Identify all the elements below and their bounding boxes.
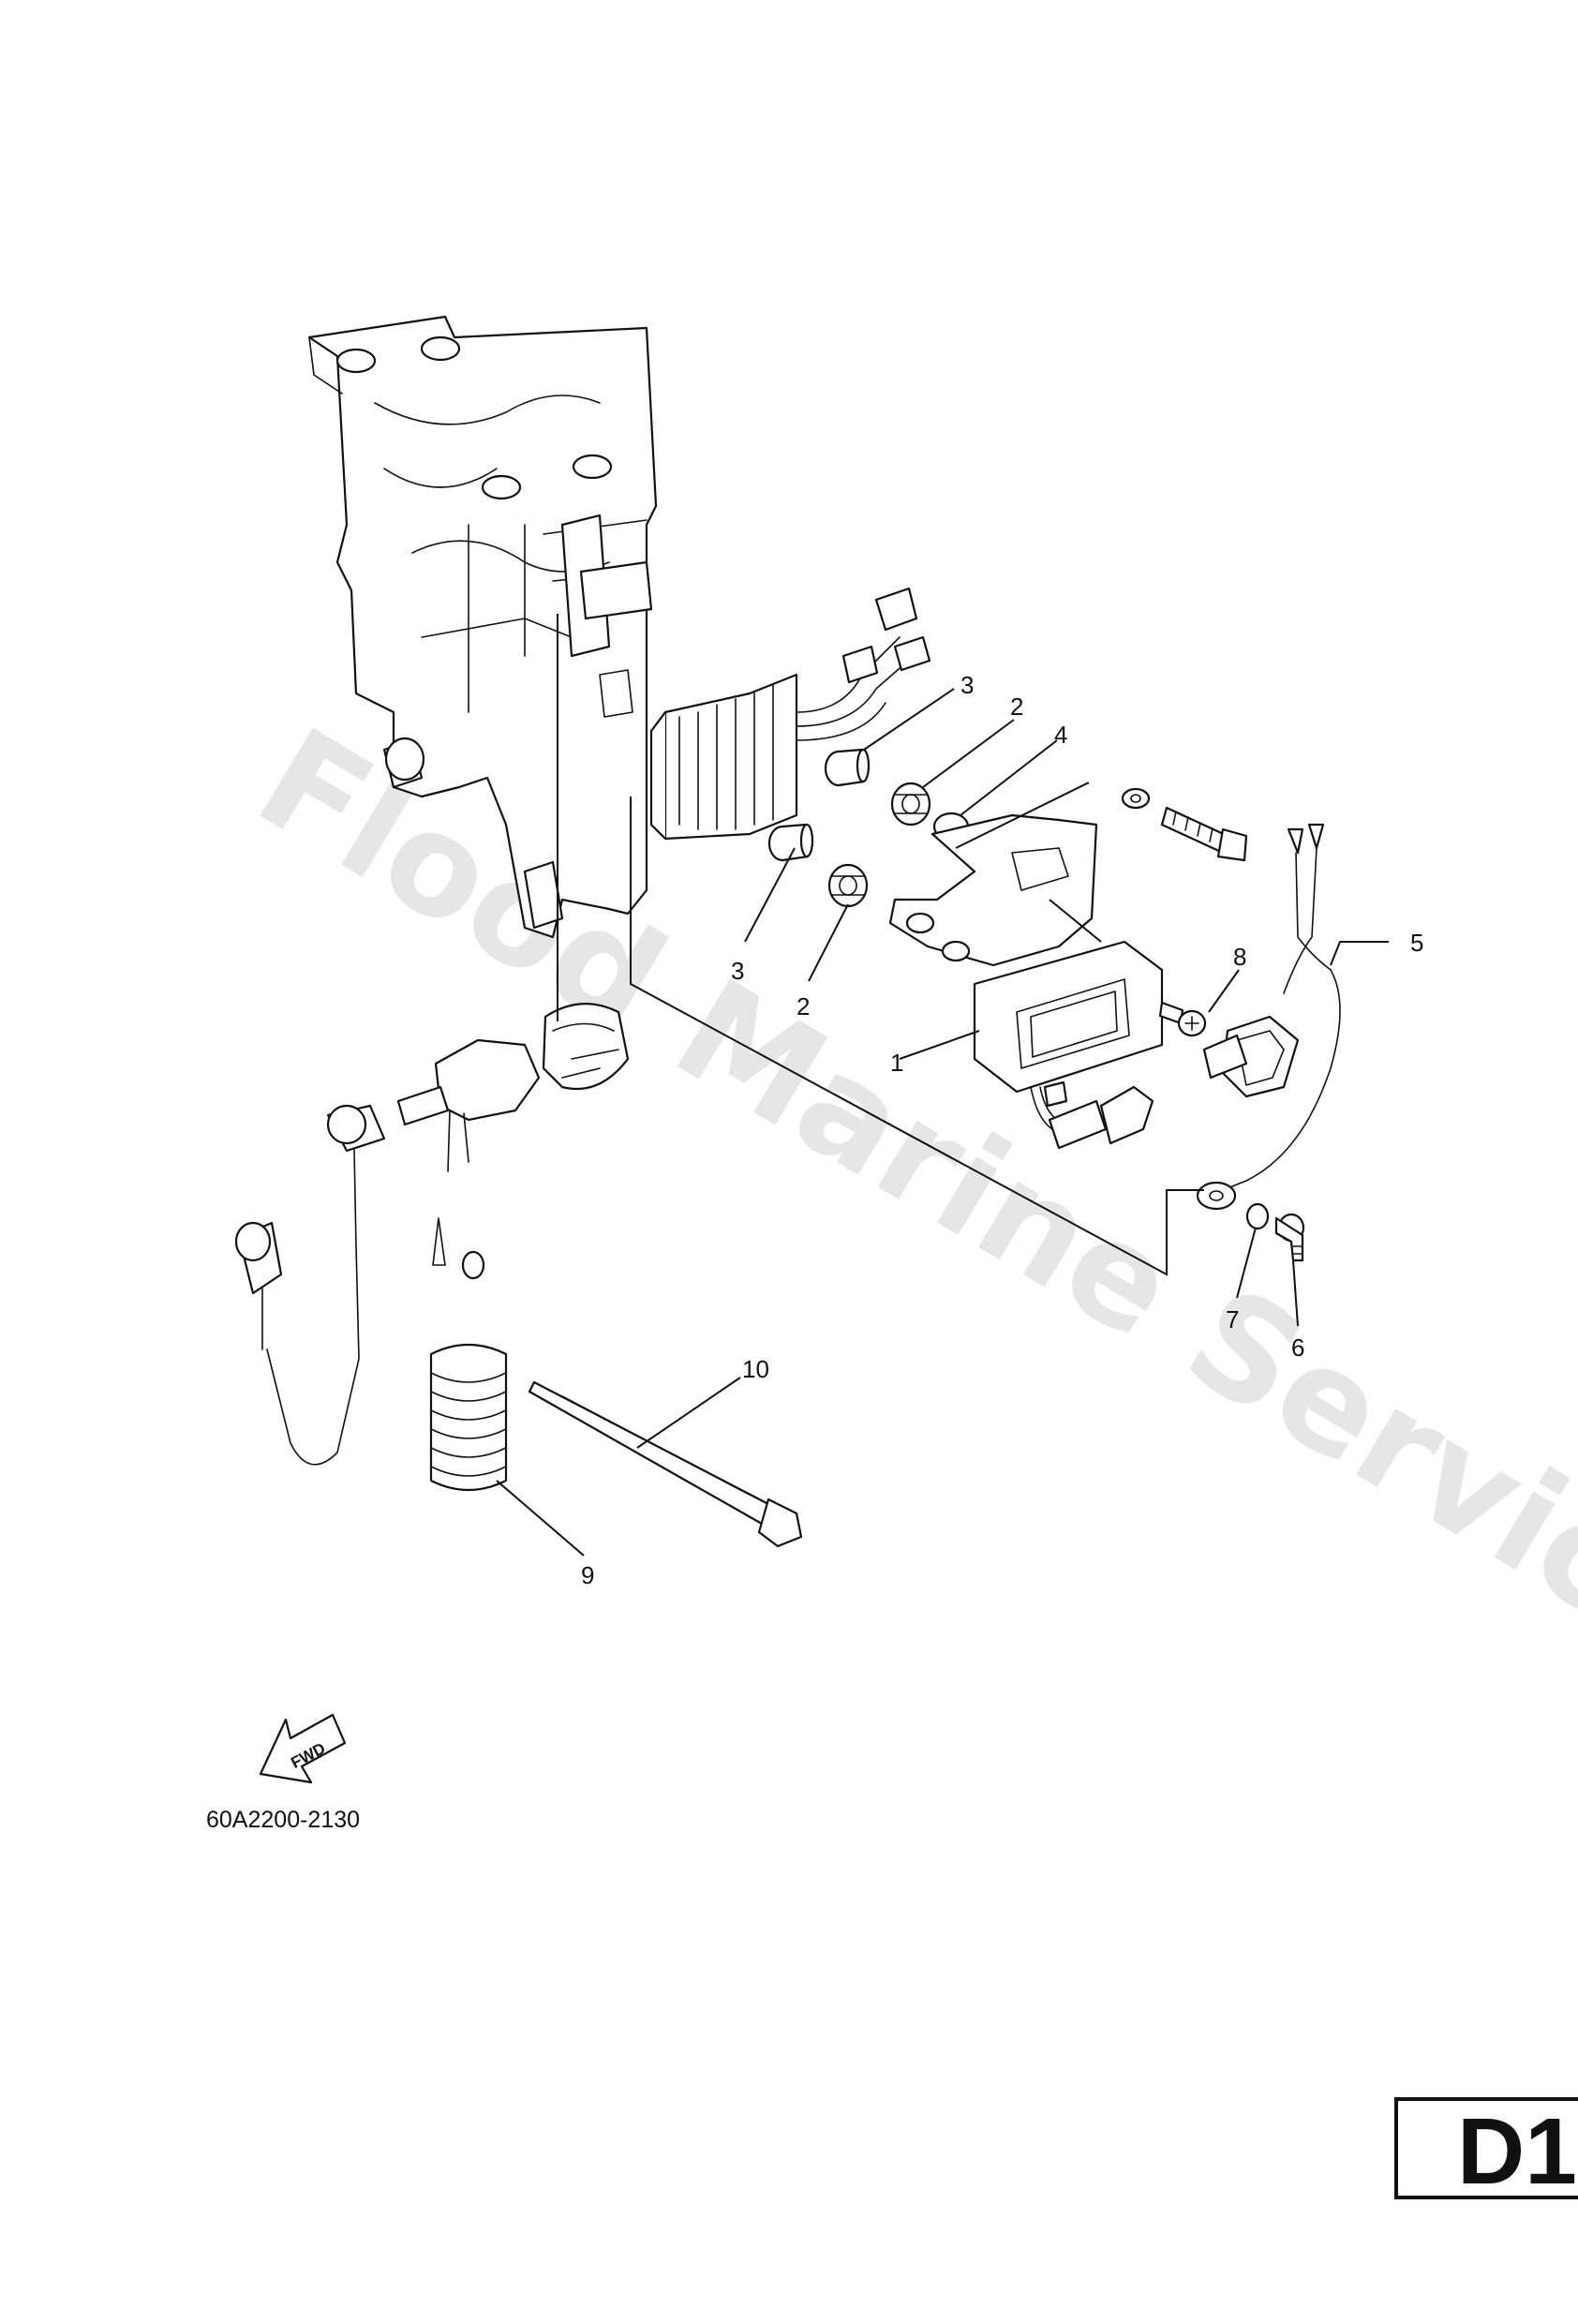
spiral-tube-9 xyxy=(429,1343,508,1492)
callout-9: 9 xyxy=(581,1561,594,1589)
watermark-text: Flood Marine Services xyxy=(231,698,1578,1740)
bracket-plate-4 xyxy=(888,812,1098,967)
callout-1: 1 xyxy=(890,1049,903,1077)
grommet-2-lower xyxy=(827,863,869,908)
spark-plug-caps xyxy=(234,1104,386,1466)
callout-3-upper: 3 xyxy=(960,671,974,699)
watermark: Flood Marine Services xyxy=(231,698,1578,1740)
engine-bracket xyxy=(307,315,658,939)
callout-5: 5 xyxy=(1410,929,1423,957)
collar-3-upper xyxy=(824,748,871,787)
callout-10: 10 xyxy=(742,1355,769,1383)
page-code: D1 xyxy=(1457,2099,1577,2204)
callout-4: 4 xyxy=(1054,721,1067,749)
cdi-unit-1 xyxy=(973,940,1164,1135)
leader-lines xyxy=(496,688,1389,1557)
callouts: 3 2 4 5 8 1 3 2 7 6 9 10 xyxy=(581,671,1423,1589)
cable-tie-10 xyxy=(528,1380,803,1548)
callout-8: 8 xyxy=(1233,943,1246,971)
screw-8 xyxy=(1158,1001,1207,1037)
callout-2-upper: 2 xyxy=(1010,693,1023,721)
ignition-coil xyxy=(396,1003,630,1280)
callout-2-lower: 2 xyxy=(796,992,810,1020)
callout-7: 7 xyxy=(1226,1305,1239,1333)
forward-arrow: FWD xyxy=(259,1713,347,1784)
collar-3-lower xyxy=(767,823,814,862)
callout-3-lower: 3 xyxy=(731,957,744,985)
diagram-code: 60A2200-2130 xyxy=(206,1807,360,1833)
connector-pair xyxy=(1048,1085,1154,1150)
wire-lead-5 xyxy=(1196,823,1341,1211)
callout-6: 6 xyxy=(1291,1333,1304,1362)
bolt-6 xyxy=(1274,1213,1305,1262)
assembly-lines xyxy=(557,614,1204,1276)
page-code-box: D1 xyxy=(1394,2097,1578,2204)
washer-7 xyxy=(1245,1202,1270,1230)
rectifier-regulator xyxy=(649,587,931,841)
grommet-2-upper xyxy=(890,782,931,827)
bolt-and-washer xyxy=(1121,787,1248,862)
